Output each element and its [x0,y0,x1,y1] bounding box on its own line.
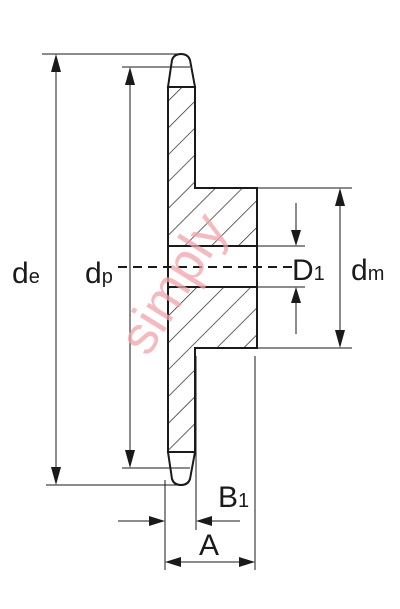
dm-dimension [335,188,345,348]
b1-dimension [118,516,240,526]
label-d1: D1 [292,254,325,287]
label-dp: dp [85,257,113,290]
tooth-top [166,52,197,88]
de-dimension [51,54,61,485]
label-dm: dm [351,254,384,287]
label-b1: B1 [218,481,249,514]
extension-lines [42,53,352,570]
label-a: A [199,529,219,562]
dp-dimension [125,67,135,468]
label-de: de [12,257,40,290]
d1-dimension [258,203,305,334]
a-dimension [165,557,255,567]
